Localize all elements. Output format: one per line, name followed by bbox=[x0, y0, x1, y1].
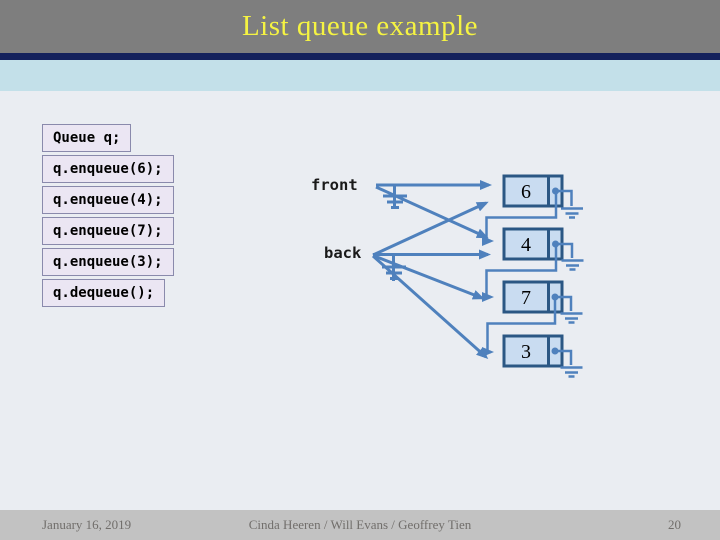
front-null-ground-symbol bbox=[383, 186, 407, 209]
next-pointer-connectors bbox=[482, 192, 558, 357]
node-pointer-dots bbox=[551, 187, 559, 355]
code-box-enqueue-4: q.enqueue(4); bbox=[42, 186, 174, 214]
node-value-7: 7 bbox=[521, 287, 531, 309]
node-null-ground-symbols bbox=[555, 189, 584, 378]
code-box-enqueue-3: q.enqueue(3); bbox=[42, 248, 174, 276]
queue-node-7: 7 bbox=[502, 280, 564, 314]
code-column: Queue q; q.enqueue(6); q.enqueue(4); q.e… bbox=[42, 124, 174, 310]
node-value-6: 6 bbox=[521, 181, 531, 203]
queue-node-3: 3 bbox=[502, 334, 564, 368]
footer-date: January 16, 2019 bbox=[42, 517, 132, 532]
slide-header: List queue example bbox=[0, 0, 720, 53]
footer-authors: Cinda Heeren / Will Evans / Geoffrey Tie… bbox=[248, 517, 472, 532]
back-null-ground-symbol bbox=[382, 256, 406, 281]
footer-page-number: 20 bbox=[668, 517, 681, 532]
node-value-4: 4 bbox=[521, 234, 531, 256]
code-box-queue-q: Queue q; bbox=[42, 124, 132, 152]
accent-band bbox=[0, 60, 720, 91]
page-title: List queue example bbox=[241, 10, 479, 42]
code-box-enqueue-6: q.enqueue(6); bbox=[42, 155, 174, 183]
code-box-enqueue-7: q.enqueue(7); bbox=[42, 217, 174, 245]
slide-footer: January 16, 2019 Cinda Heeren / Will Eva… bbox=[0, 510, 720, 540]
back-pointer-label: back bbox=[324, 244, 362, 262]
node-value-3: 3 bbox=[521, 341, 531, 363]
title-divider-bar bbox=[0, 53, 720, 60]
code-box-dequeue: q.dequeue(); bbox=[42, 279, 166, 307]
front-pointer-label: front bbox=[311, 176, 358, 194]
